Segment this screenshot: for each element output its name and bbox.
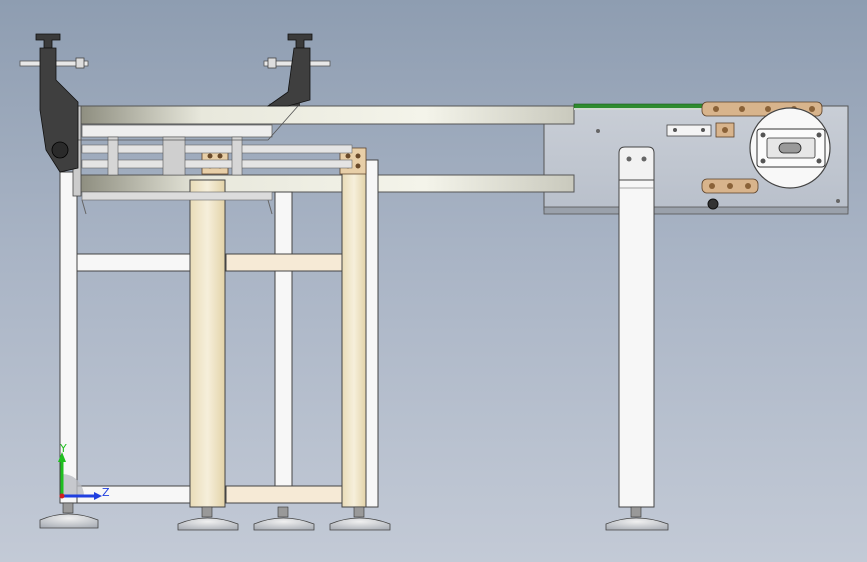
lower-rail [77,174,575,193]
slot-plate [666,124,712,137]
foot [253,506,315,531]
foot [329,506,391,531]
clamp-left [19,33,89,173]
foot [39,502,99,529]
upper-rail [77,105,575,125]
clamp-right [263,33,331,107]
foot [605,506,669,531]
y-axis-arrow [58,452,66,462]
z-axis-label: Z [102,486,110,499]
coordinate-triad: Y Z [58,442,110,500]
chain-link-lower [701,178,759,194]
left-frame-front [189,159,379,508]
foot [177,506,239,531]
drive-wheel [749,107,831,189]
x-axis-dot [59,493,65,499]
y-axis-label: Y [59,442,67,455]
small-bracket-right [715,122,735,138]
right-support-leg [618,146,655,508]
roller-assembly [81,124,353,215]
leveling-feet [39,502,669,531]
z-axis-arrow [94,492,102,500]
drain-hole [707,198,719,210]
